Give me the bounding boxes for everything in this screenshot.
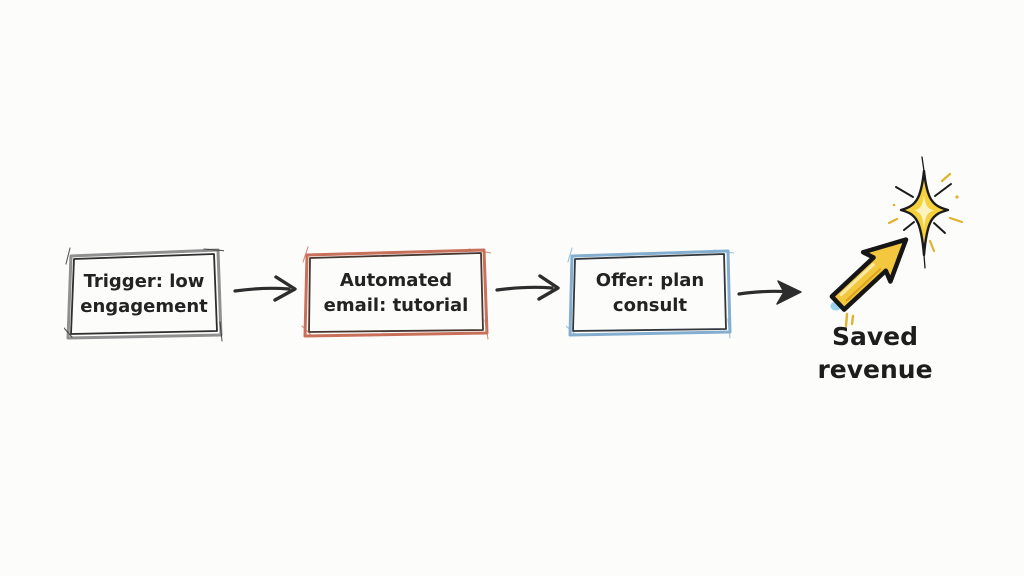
sketch-frame <box>301 246 491 340</box>
flow-step-label: Offer: plan consult <box>595 269 705 316</box>
sparkle-icon <box>887 156 964 269</box>
flow-step-label: Automated email: tutorial <box>323 269 469 316</box>
flow-step-email: Automated email: tutorial <box>301 246 491 340</box>
sketch-frame <box>566 247 734 339</box>
flow-step-trigger: Trigger: low engagement <box>64 246 224 342</box>
right-arrow-icon <box>233 275 297 302</box>
sketch-frame <box>64 247 224 342</box>
flow-step-offer: Offer: plan consult <box>566 247 734 339</box>
flow-step-label: Trigger: low engagement <box>80 270 208 317</box>
outcome-label: Saved revenue <box>817 322 933 384</box>
rising-arrow-icon <box>829 237 909 328</box>
right-arrow-icon <box>495 274 560 301</box>
right-arrow-icon <box>737 280 802 305</box>
